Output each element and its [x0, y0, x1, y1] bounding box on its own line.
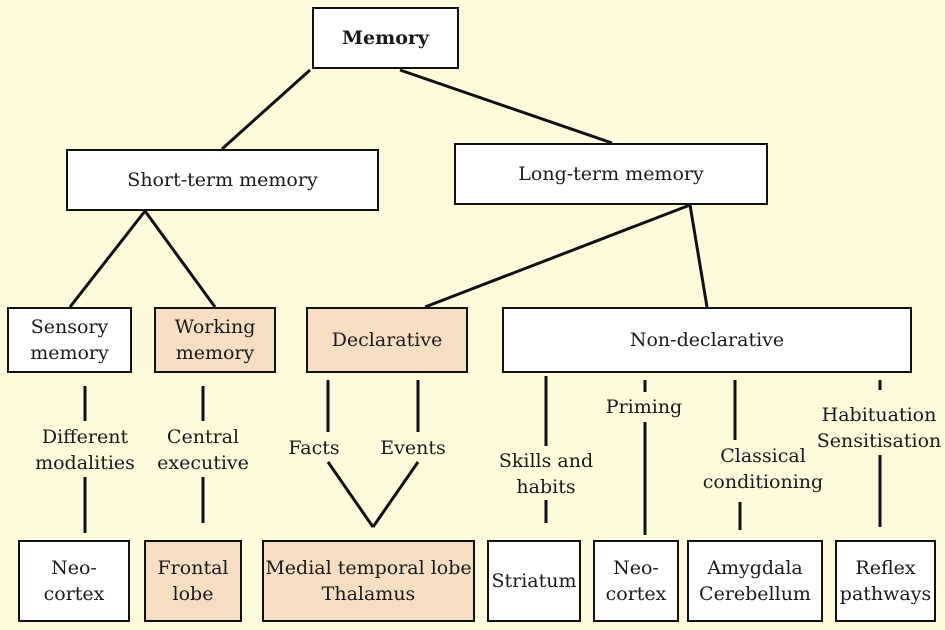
neocortex-box-1: Neo- cortex — [18, 540, 130, 622]
medial-temporal-lobe-box: Medial temporal lobe Thalamus — [262, 540, 475, 622]
sensory-memory-box: Sensory memory — [7, 307, 132, 373]
declarative-box: Declarative — [306, 307, 468, 373]
connector — [424, 203, 691, 309]
memory-label: Memory — [342, 27, 429, 49]
declarative-label: Declarative — [331, 329, 443, 351]
classical-conditioning-label: Classical conditioning — [702, 445, 824, 493]
medial-temporal-lobe-label: Medial temporal lobe Thalamus — [265, 557, 472, 605]
connector — [220, 68, 312, 151]
connector — [143, 210, 217, 308]
connector — [371, 461, 420, 528]
short-term-memory-box: Short-term memory — [66, 149, 379, 211]
working-memory-box: Working memory — [154, 307, 276, 373]
priming-label: Priming — [605, 396, 683, 418]
neocortex-label-2: Neo- cortex — [605, 557, 667, 605]
amygdala-cerebellum-label: Amygdala Cerebellum — [699, 557, 811, 605]
different-modalities-label: Different modalities — [35, 426, 135, 474]
long-term-memory-label: Long-term memory — [518, 163, 704, 185]
neocortex-box-2: Neo- cortex — [593, 540, 679, 622]
striatum-box: Striatum — [487, 540, 581, 622]
frontal-lobe-box: Frontal lobe — [144, 540, 242, 622]
facts-label: Facts — [288, 437, 340, 459]
events-label: Events — [380, 437, 446, 459]
connector — [399, 68, 613, 145]
connector — [326, 461, 375, 528]
non-declarative-label: Non-declarative — [629, 329, 785, 351]
sensory-memory-label: Sensory memory — [30, 316, 109, 364]
habituation-sensitisation-label: Habituation Sensitisation — [816, 404, 942, 452]
neocortex-label-1: Neo- cortex — [43, 557, 105, 605]
striatum-label: Striatum — [491, 570, 577, 592]
connector — [68, 210, 147, 308]
long-term-memory-box: Long-term memory — [454, 143, 768, 205]
reflex-pathways-box: Reflex pathways — [835, 540, 936, 622]
central-executive-label: Central executive — [157, 426, 249, 474]
working-memory-label: Working memory — [174, 316, 256, 364]
reflex-pathways-label: Reflex pathways — [839, 557, 932, 605]
frontal-lobe-label: Frontal lobe — [157, 557, 229, 605]
connector — [688, 204, 709, 308]
short-term-memory-label: Short-term memory — [127, 169, 318, 191]
skills-habits-label: Skills and habits — [498, 450, 594, 498]
non-declarative-box: Non-declarative — [502, 307, 912, 373]
memory-box: Memory — [312, 7, 459, 69]
amygdala-cerebellum-box: Amygdala Cerebellum — [687, 540, 823, 622]
